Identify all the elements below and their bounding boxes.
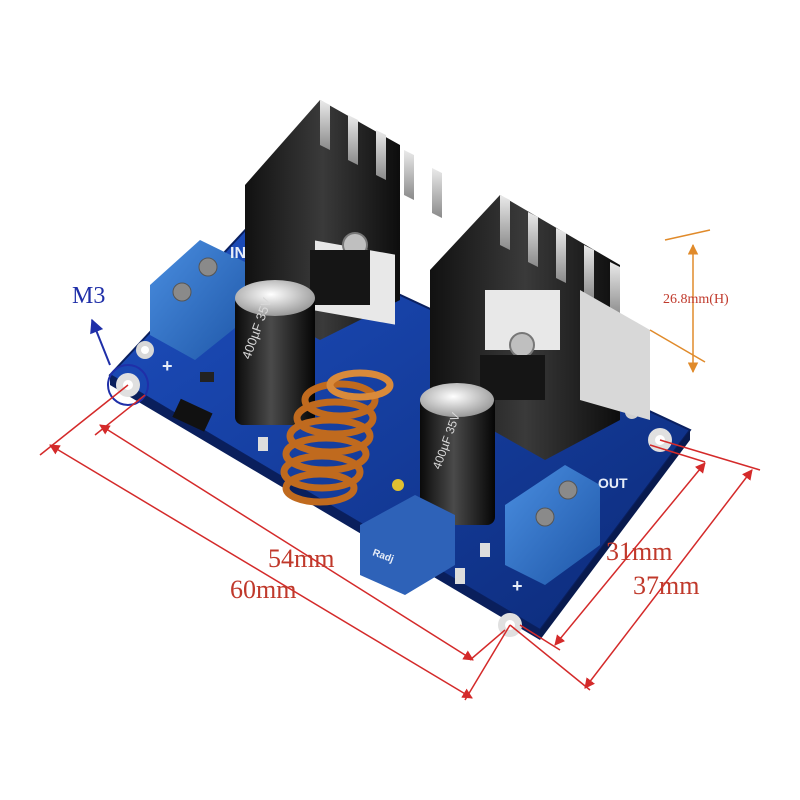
silk-output-label: OUT <box>598 475 628 491</box>
m3-hole-highlight <box>107 364 149 406</box>
height-dimension <box>649 229 711 374</box>
label-width-outer: 37mm <box>633 571 699 600</box>
silk-plus-output: + <box>512 576 523 596</box>
m3-label: M3 <box>72 283 105 309</box>
m3-arrow <box>90 318 111 366</box>
silk-input-label: IN <box>230 245 246 262</box>
heatsink-left <box>245 100 442 340</box>
dimension-lines <box>39 384 761 701</box>
silk-plus-input: + <box>162 356 173 376</box>
label-height: 26.8mm(H) <box>663 292 729 307</box>
label-length-inner: 54mm <box>268 544 334 573</box>
label-length-outer: 60mm <box>230 575 296 604</box>
capacitor-left: 400µF 35V <box>235 280 315 425</box>
label-width-inner: 31mm <box>606 537 672 566</box>
input-terminal <box>150 240 245 360</box>
